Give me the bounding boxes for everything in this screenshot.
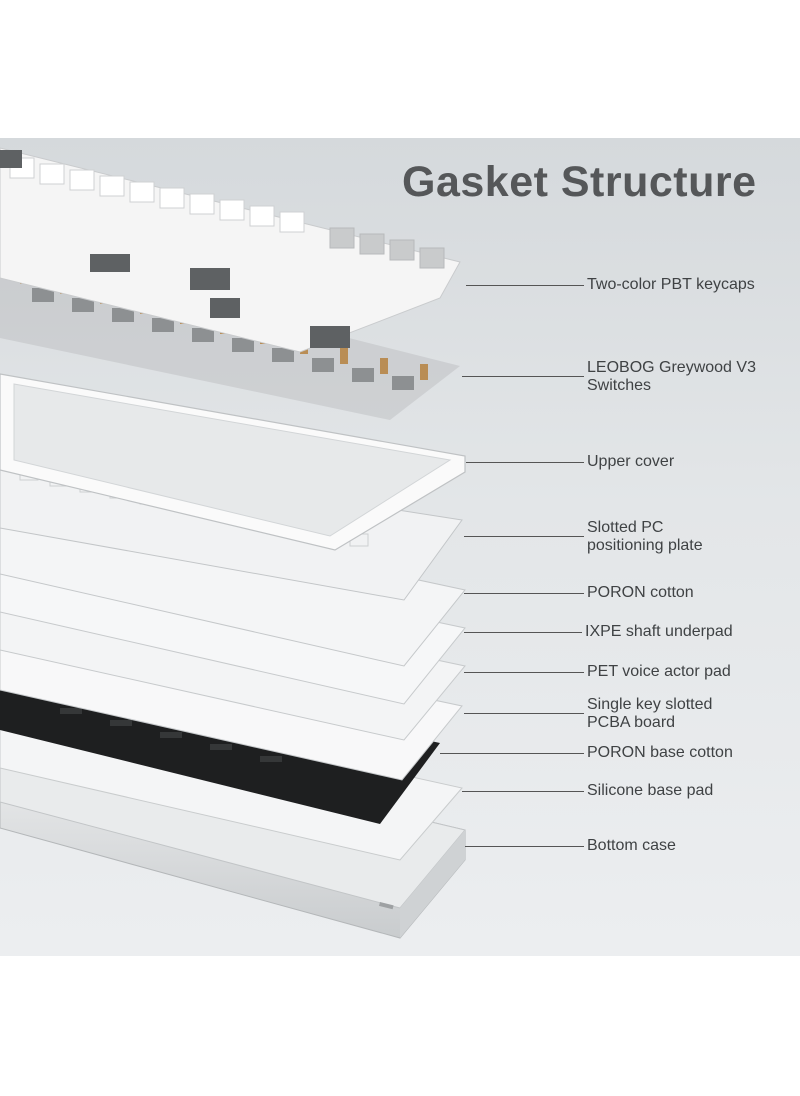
label-pcba: Single key slotted PCBA board bbox=[587, 696, 713, 731]
leader-line-keycaps bbox=[466, 285, 584, 286]
label-silicone: Silicone base pad bbox=[587, 782, 714, 799]
label-upper-cover: Upper cover bbox=[587, 453, 675, 470]
leader-line-upper-cover bbox=[466, 462, 584, 463]
label-keycaps: Two-color PBT keycaps bbox=[587, 276, 755, 293]
label-plate: Slotted PC positioning plate bbox=[587, 519, 703, 554]
leader-line-switches bbox=[462, 376, 584, 377]
leader-line-poron-base bbox=[440, 753, 584, 754]
leader-line-bottom-case bbox=[465, 846, 584, 847]
leader-line-pet bbox=[464, 672, 584, 673]
keycaps-layer bbox=[0, 147, 461, 353]
label-pet: PET voice actor pad bbox=[587, 663, 731, 680]
diagram-panel: Gasket Structure Two-color PBT keycaps L… bbox=[0, 138, 800, 956]
leader-line-pcba bbox=[464, 713, 584, 714]
label-poron-cotton: PORON cotton bbox=[587, 584, 694, 601]
label-bottom-case: Bottom case bbox=[587, 837, 676, 854]
upper-cover-layer bbox=[0, 373, 466, 551]
leader-line-poron-cotton bbox=[464, 593, 584, 594]
leader-line-silicone bbox=[462, 791, 584, 792]
diagram-title: Gasket Structure bbox=[402, 158, 757, 206]
label-poron-base: PORON base cotton bbox=[587, 744, 733, 761]
label-switches: LEOBOG Greywood V3 Switches bbox=[587, 359, 756, 394]
exploded-keyboard-illustration bbox=[0, 147, 466, 939]
leader-line-ixpe bbox=[464, 632, 582, 633]
leader-line-plate bbox=[464, 536, 584, 537]
label-ixpe: IXPE shaft underpad bbox=[585, 623, 733, 640]
